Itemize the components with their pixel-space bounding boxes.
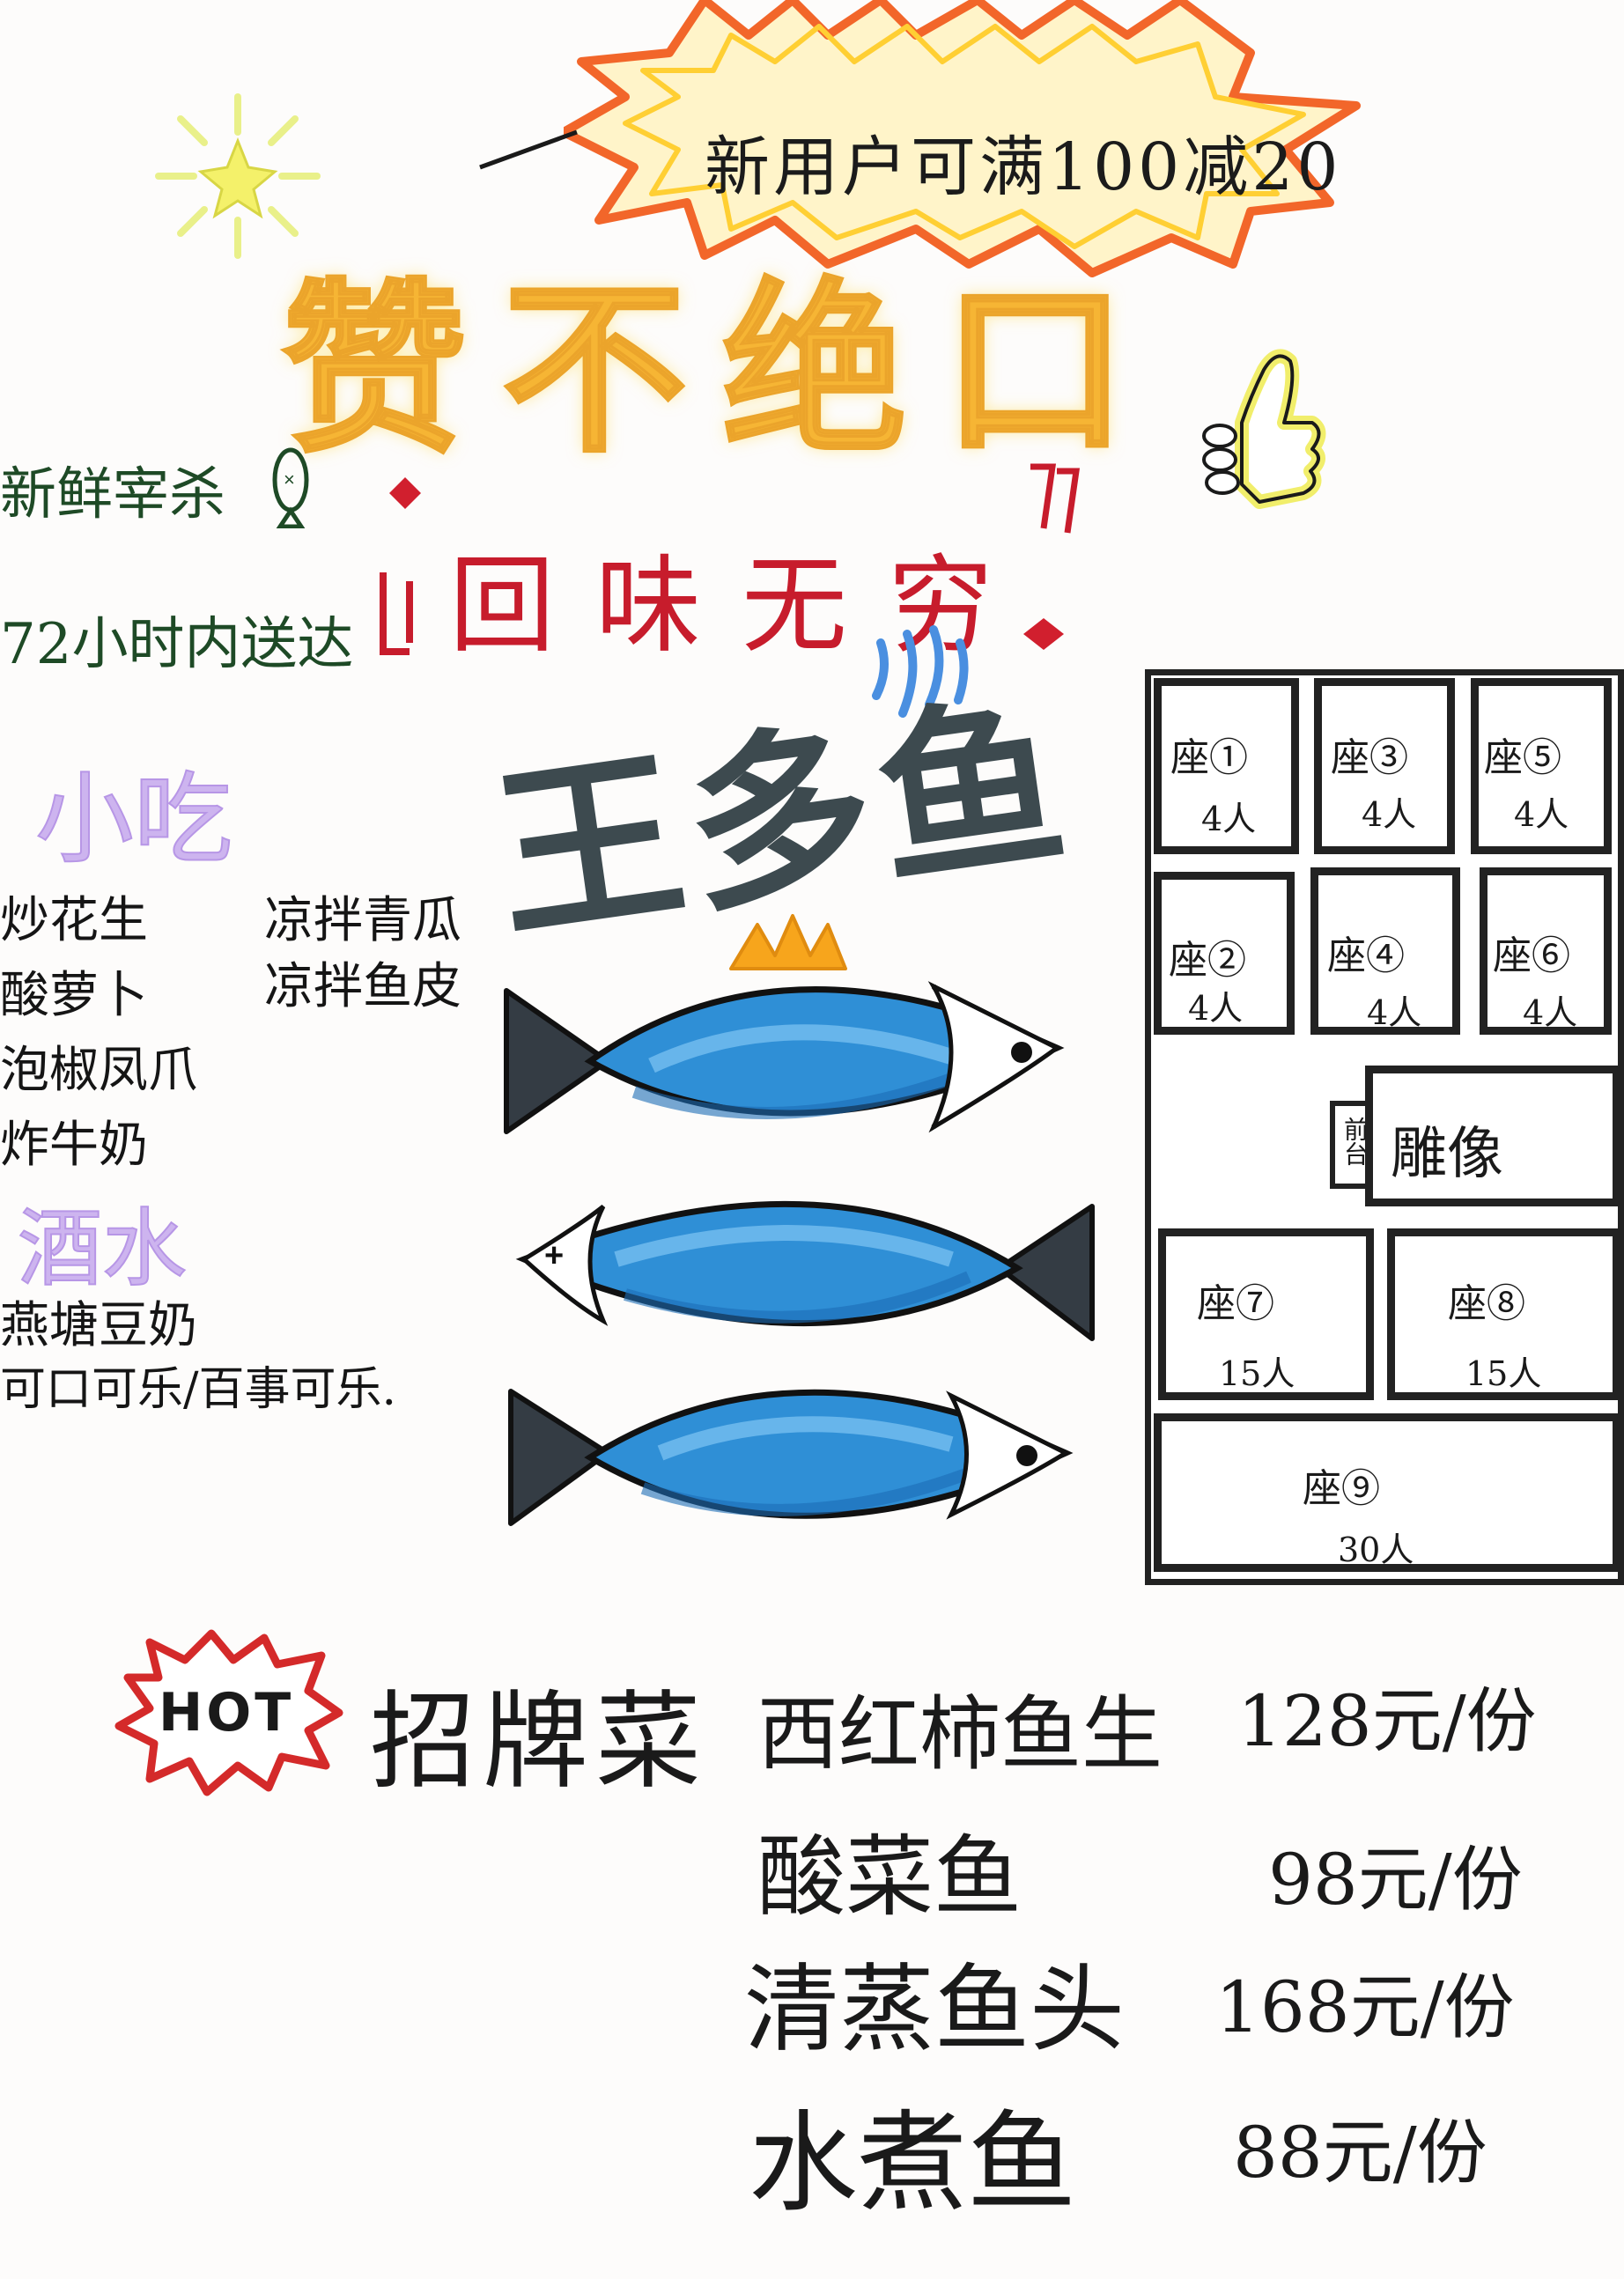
signature-label: 招牌菜 [370, 1681, 708, 1803]
seat-7: 座⑦ 15人 [1158, 1228, 1374, 1400]
statue: 雕像 [1365, 1066, 1620, 1206]
hot-badge: HOT [159, 1682, 295, 1744]
dish-price: 98元/份 [1268, 1839, 1523, 1921]
snack-item: 凉拌鱼皮 [264, 958, 461, 1015]
seat-2: 座② 4人 [1154, 872, 1295, 1035]
promo-text: 新用户可满100减20 [705, 129, 1342, 205]
dish-price: 128元/份 [1237, 1680, 1537, 1762]
slogan: 回味无穷 [449, 545, 1034, 667]
snack-item: 凉拌青瓜 [264, 892, 461, 949]
quote-close-icon [1030, 463, 1081, 534]
snack-item: 泡椒凤爪 [0, 1042, 197, 1099]
headline: 赞不绝口 [280, 262, 1163, 480]
steam-icon [872, 625, 969, 718]
svg-text:×: × [284, 468, 295, 490]
crown-icon [729, 914, 847, 970]
promo-burst [564, 0, 1361, 277]
snack-item: 酸萝卜 [0, 967, 148, 1024]
thumbs-up-icon [1202, 349, 1326, 509]
drink-item: 燕塘豆奶 [0, 1297, 197, 1354]
floor-plan: 座① 4人 座③ 4人 座⑤ 4人 座② 4人 座④ 4人 座⑥ 4人 前台 雕… [1145, 669, 1624, 1585]
snack-item: 炸牛奶 [0, 1117, 148, 1174]
snack-item: 炒花生 [0, 892, 148, 949]
diamond-icon [389, 477, 421, 509]
tagline-fresh: 新鲜宰杀 [0, 462, 225, 527]
quote-open-icon [380, 572, 413, 655]
seat-1: 座① 4人 [1154, 678, 1299, 854]
seat-6: 座⑥ 4人 [1480, 867, 1612, 1035]
sparkle-icon [155, 93, 321, 259]
drinks-title: 酒水 [17, 1199, 188, 1299]
seat-9: 座⑨ 30人 [1154, 1413, 1620, 1572]
seat-5: 座⑤ 4人 [1471, 678, 1612, 854]
fish-illustration: + [504, 914, 1095, 1526]
dish-name: 水煮鱼 [749, 2100, 1077, 2227]
tagline-delivery: 72小时内送达 [0, 612, 354, 677]
fish-small-icon: × [272, 447, 309, 528]
drink-item: 可口可乐/百事可乐. [0, 1363, 397, 1416]
hot-badge-burst [114, 1629, 343, 1796]
dish-name: 酸菜鱼 [757, 1825, 1022, 1929]
seat-4: 座④ 4人 [1310, 867, 1460, 1035]
fish-2: + [515, 1200, 1095, 1341]
snacks-title: 小吃 [34, 762, 233, 878]
promo-pointer-line [479, 129, 578, 170]
dish-name: 西红柿鱼生 [757, 1687, 1163, 1781]
svg-text:+: + [544, 1237, 564, 1274]
dish-price: 88元/份 [1233, 2112, 1487, 2194]
fish-3 [508, 1389, 1074, 1526]
seat-3: 座③ 4人 [1314, 678, 1455, 854]
dish-price: 168元/份 [1215, 1966, 1515, 2048]
diamond-icon-right [1023, 618, 1064, 650]
fish-1 [504, 981, 1065, 1134]
seat-8: 座⑧ 15人 [1387, 1228, 1620, 1400]
dish-name: 清蒸鱼头 [744, 1955, 1126, 2065]
